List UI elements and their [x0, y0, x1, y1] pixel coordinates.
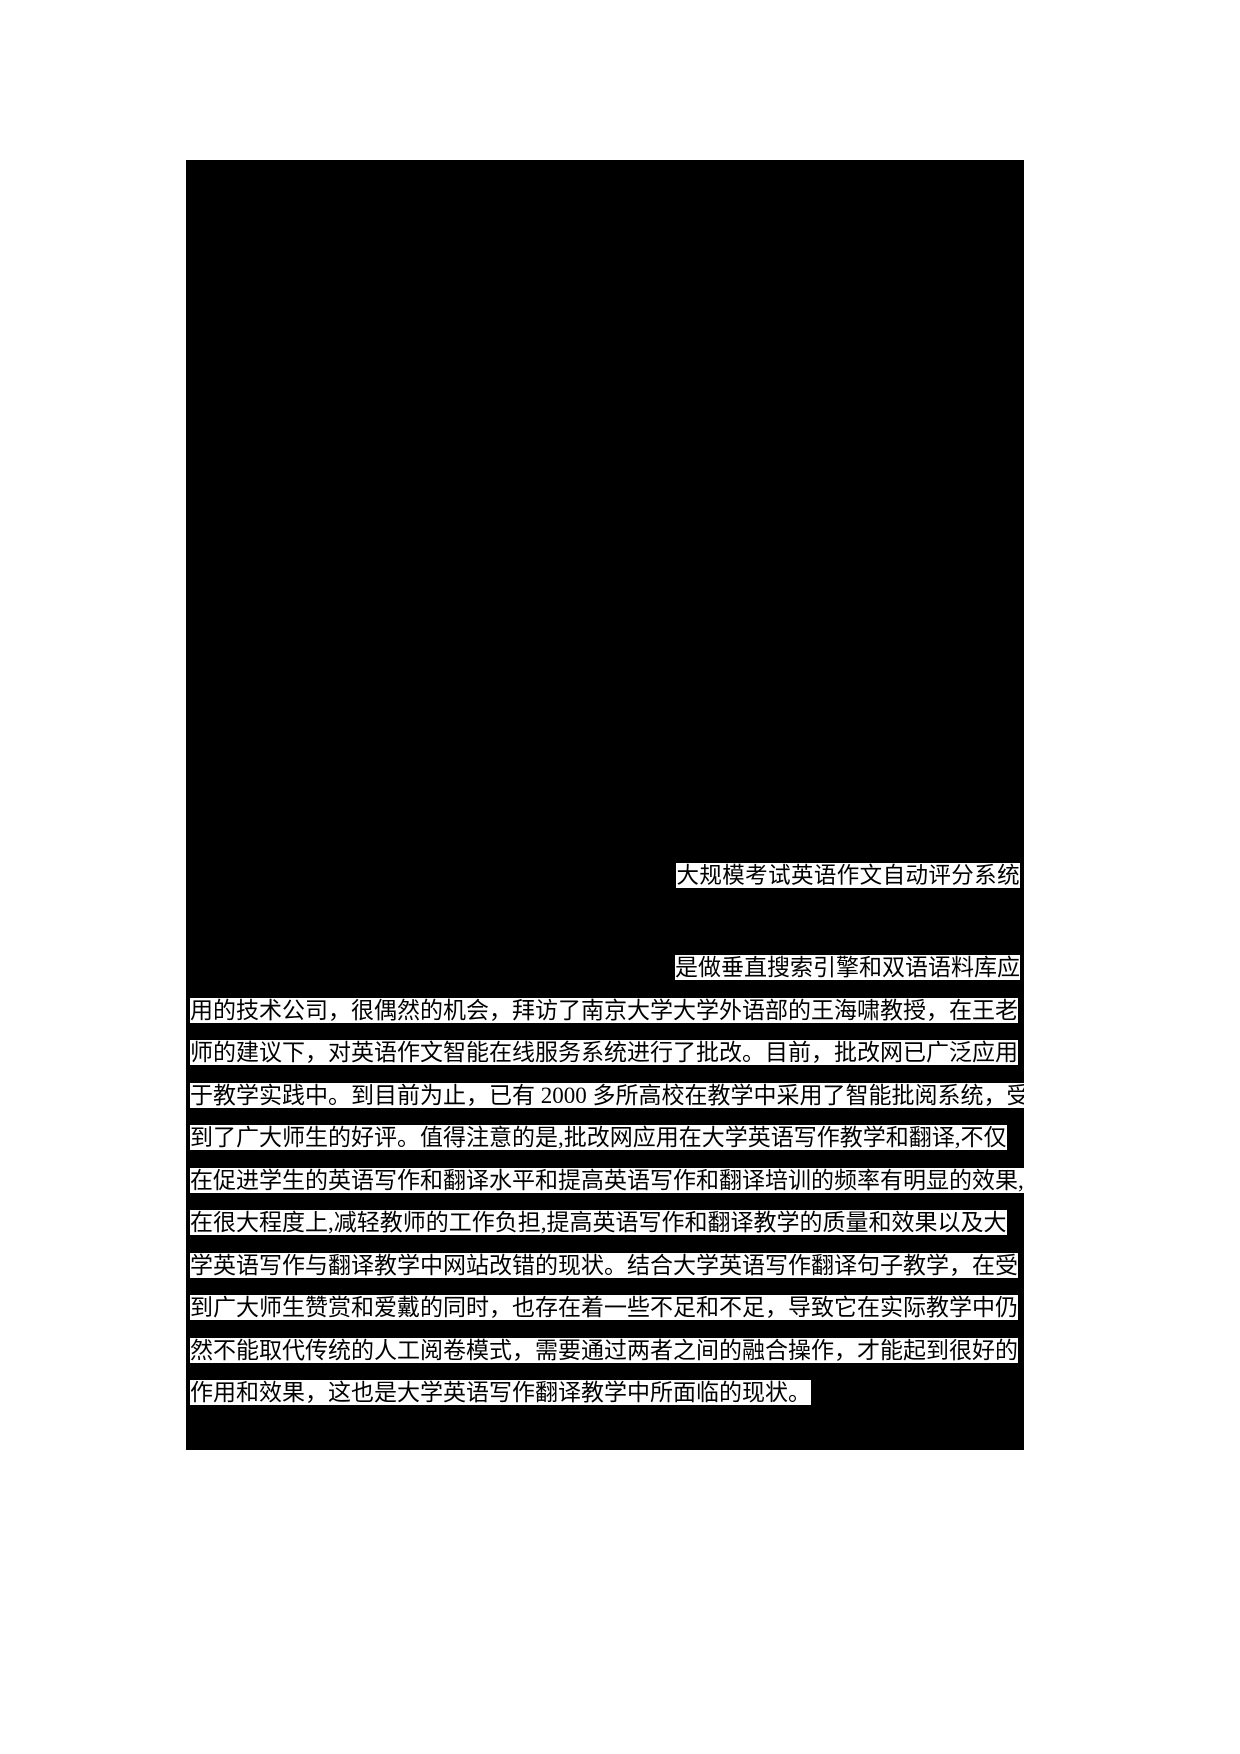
- paragraph-line: 师的建议下，对英语作文智能在线服务系统进行了批改。目前，批改网已广泛应用: [190, 1035, 1020, 1078]
- paragraph-line: 然不能取代传统的人工阅卷模式，需要通过两者之间的融合操作，才能起到很好的: [190, 1333, 1020, 1376]
- paragraph-line: 到广大师生赞赏和爱戴的同时，也存在着一些不足和不足，导致它在实际教学中仍: [190, 1290, 1020, 1333]
- paragraph-line-text: 到广大师生赞赏和爱戴的同时，也存在着一些不足和不足，导致它在实际教学中仍: [190, 1295, 1018, 1320]
- paragraph-line-text: 学英语写作与翻译教学中网站改错的现状。结合大学英语写作翻译句子教学，在受: [190, 1252, 1018, 1278]
- document-title-text: 大规模考试英语作文自动评分系统: [676, 863, 1020, 888]
- paragraph-line-text: 用的技术公司，很偶然的机会，拜访了南京大学大学外语部的王海啸教授，在王老: [190, 997, 1018, 1023]
- paragraph-line: 于教学实践中。到目前为止，已有 2000 多所高校在教学中采用了智能批阅系统，受: [190, 1078, 1024, 1121]
- paragraph-line: 在促进学生的英语写作和翻译水平和提高英语写作和翻译培训的频率有明显的效果,: [190, 1163, 1024, 1206]
- paragraph-line: 用的技术公司，很偶然的机会，拜访了南京大学大学外语部的王海啸教授，在王老: [190, 993, 1020, 1036]
- paragraph-line-text: 到了广大师生的好评。值得注意的是,批改网应用在大学英语写作教学和翻译,不仅: [190, 1125, 1007, 1150]
- paragraph-line-text: 作用和效果，这也是大学英语写作翻译教学中所面临的现状。: [190, 1380, 811, 1405]
- paragraph-line-text: 于教学实践中。到目前为止，已有 2000 多所高校在教学中采用了智能批阅系统，受: [190, 1082, 1024, 1108]
- document-title: 大规模考试英语作文自动评分系统: [190, 860, 1020, 892]
- paragraph-line-text: 在促进学生的英语写作和翻译水平和提高英语写作和翻译培训的频率有明显的效果,: [190, 1167, 1024, 1193]
- body-paragraph: 是做垂直搜索引擎和双语语料库应 用的技术公司，很偶然的机会，拜访了南京大学大学外…: [190, 950, 1024, 1418]
- paragraph-line: 作用和效果，这也是大学英语写作翻译教学中所面临的现状。: [190, 1375, 1020, 1418]
- document-page: 大规模考试英语作文自动评分系统 是做垂直搜索引擎和双语语料库应 用的技术公司，很…: [186, 160, 1024, 1450]
- paragraph-line: 学英语写作与翻译教学中网站改错的现状。结合大学英语写作翻译句子教学，在受: [190, 1248, 1020, 1291]
- page-content: 大规模考试英语作文自动评分系统 是做垂直搜索引擎和双语语料库应 用的技术公司，很…: [190, 160, 1024, 1450]
- paragraph-line: 在很大程度上,减轻教师的工作负担,提高英语写作和翻译教学的质量和效果以及大: [190, 1205, 1020, 1248]
- paragraph-line: 是做垂直搜索引擎和双语语料库应: [190, 950, 1020, 993]
- paragraph-line-text: 然不能取代传统的人工阅卷模式，需要通过两者之间的融合操作，才能起到很好的: [190, 1337, 1018, 1363]
- paragraph-line-text: 是做垂直搜索引擎和双语语料库应: [675, 955, 1020, 980]
- paragraph-line-text: 师的建议下，对英语作文智能在线服务系统进行了批改。目前，批改网已广泛应用: [190, 1040, 1018, 1065]
- paragraph-line: 到了广大师生的好评。值得注意的是,批改网应用在大学英语写作教学和翻译,不仅: [190, 1120, 1020, 1163]
- paragraph-line-text: 在很大程度上,减轻教师的工作负担,提高英语写作和翻译教学的质量和效果以及大: [190, 1210, 1007, 1235]
